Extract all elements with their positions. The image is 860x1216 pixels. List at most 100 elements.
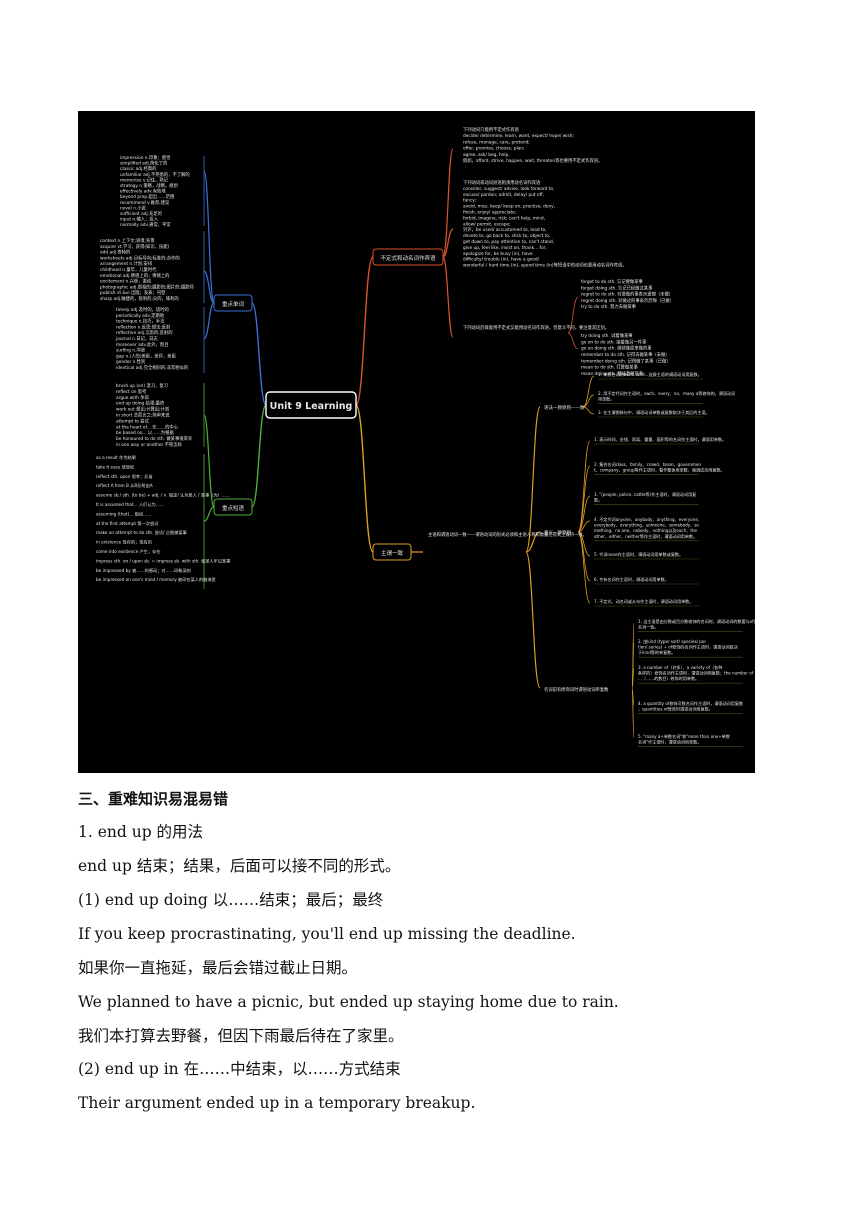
- mind-map-connectors: [203, 148, 743, 747]
- doc-line: (1) end up doing 以……结束；最后；最终: [78, 891, 384, 909]
- infinitive-rule: excuse/ pardon; admit, delay/ put off,: [463, 192, 544, 198]
- connector-rule: [582, 406, 595, 415]
- agreement-rule: 6. 专有名词作主语时，谓语动词用单数。: [594, 576, 669, 582]
- section-heading: 三、重难知识易混易错: [78, 790, 229, 808]
- agreement-rule: 2. 集合名词class、family、crowd、team、governmen…: [594, 461, 725, 473]
- vocab-word: gap n.(人的)差距，差异，差距: [116, 352, 177, 359]
- vocab-word: sharp adj.敏捷的，锐利的;尖的，锋利的: [100, 295, 179, 302]
- vocab-word: sufficient adj.充足的: [120, 210, 162, 217]
- vocab-word: impression n.印象；感觉: [120, 154, 171, 161]
- agreement-rule: 1. 表示时间、金钱、距离、重量、面积等的名词作主语时，谓语用单数。: [594, 436, 726, 442]
- vocab-word: technique n.技巧，手法: [116, 318, 165, 325]
- phrase-item: impress sth. on / upon sb. = impress sb.…: [96, 557, 230, 564]
- connector-rule: [577, 520, 591, 533]
- vocab-word: effectively adv.有效地: [120, 188, 166, 195]
- infinitive-rule: get down to, pay attention to, can't sta…: [463, 239, 554, 245]
- phrase-item: attempt to 尝试: [116, 417, 150, 424]
- connector-vocab-group1: [203, 170, 215, 304]
- phrase-item: It is assumed that... 人们认为……: [96, 501, 164, 508]
- connector-infinitive-group1: [442, 148, 454, 258]
- branch-vocab-node: 重点单词: [213, 294, 253, 312]
- branch-agreement-label: 主谓一致: [381, 549, 404, 557]
- vocab-word: input n.输入；投入: [120, 216, 159, 223]
- infinitive-rule: apologize for, be busy (in), have: [463, 251, 533, 257]
- connector-agreement: [355, 404, 374, 553]
- vocab-word: beyond prep.超出……范围: [120, 193, 174, 200]
- vocab-word: periodically adv.定期地: [116, 312, 165, 319]
- vocab-word: identical adj.完全相同的;非常相似的: [116, 364, 188, 371]
- agreement-rule: 5. "many a+单数名词"和"more than one+单数名词"作主语…: [638, 733, 730, 745]
- connector-phrases-group2: [203, 506, 215, 522]
- infinitive-pair: go on to do sth. 接着做另一件事: [581, 338, 647, 345]
- vocab-word: normally adv.通常，平常: [120, 221, 171, 228]
- vocab-word: emotional adj.情感上的；情绪上的: [100, 272, 169, 279]
- infinitive-rule: refuse, manage, care, pretend;: [463, 139, 530, 145]
- infinitive-rule: offer, promise, choose, plan;: [463, 146, 524, 152]
- phrase-item: end up doing 结果;最终: [116, 400, 165, 407]
- vocab-word: novel n.小说: [120, 204, 146, 211]
- connector-vocab-group3: [203, 302, 215, 340]
- vocab-word: surfing n.冲浪: [116, 347, 146, 354]
- connector-rule: [582, 375, 595, 408]
- branch-infinitive-label: 不定式和动名词作宾语: [380, 254, 436, 262]
- phrase-item: make an attempt to do sth. 尝试/ 企图做某事: [96, 529, 187, 536]
- connector-infinitive: [355, 256, 374, 406]
- doc-line: 我们本打算去野餐，但因下雨最后待在了家里。: [78, 1027, 404, 1045]
- vocab-word: simplified adj.简化了的: [120, 160, 167, 167]
- infinitive-pair: regret doing sth. 对做过的事表示后悔（已做）: [581, 297, 674, 304]
- connector-infinitive-3b: [567, 332, 579, 350]
- mind-map-center: Unit 9 Learning: [265, 391, 357, 419]
- doc-line: 如果你一直拖延，最后会错过截止日期。: [78, 959, 358, 977]
- phrase-item: reflect A from B 从B反射出A: [96, 482, 153, 489]
- infinitive-rule: give up, feel like, insist on, thank... …: [463, 245, 547, 251]
- doc-line: We planned to have a picnic, but ended u…: [78, 993, 619, 1011]
- connector-vocab-group2: [203, 270, 215, 304]
- connector-rule: [631, 668, 635, 689]
- phrase-item: in one way or another 不管怎样: [116, 441, 183, 448]
- agreement-sub-label: 意义一致原则: [544, 529, 571, 536]
- phrase-item: in existence 现存的；现有的: [96, 539, 152, 546]
- connector-phrases: [251, 404, 267, 508]
- subheading: 1. end up 的用法: [78, 823, 204, 841]
- vocab-word: worksheets adj.目标导向;标准的;合作的: [100, 254, 180, 261]
- connector-rule: [582, 394, 595, 408]
- connector-phrases-group1: [203, 414, 215, 508]
- infinitive-rule: 下列动词或动词短语则须用动名词作宾语: [463, 179, 541, 186]
- infinitive-pair: regret to do sth. 对要做的事表示遗憾（未做）: [581, 291, 673, 298]
- infinitive-rule: 下列动词只能用不定式作宾语: [463, 126, 520, 133]
- infinitive-rule: wonderful / hard time (in), spend time (…: [463, 262, 627, 269]
- infinitive-pair: try doing sth. 试着做某事: [581, 332, 633, 339]
- infinitive-rule: devote to, go back to, stick to, object …: [463, 233, 550, 239]
- infinitive-rule: avoid, miss, keep/ keep on, practise; de…: [463, 204, 555, 210]
- mind-map-image: Unit 9 Learning 重点单词 重点短语 不定式和动名词作宾语 主谓一…: [78, 111, 755, 773]
- agreement-rule: 3. a number of（许多）、a variety of（各种各样的）修饰…: [638, 664, 754, 681]
- vocab-word: memorize v.记住，熟记: [120, 176, 169, 183]
- vocab-word: moreover adv.此外，而且: [116, 341, 169, 348]
- agreement-rule: 1. 当主语是由分数或百分数修饰的名词时，谓语动词的数要与of后面的名词一致。: [638, 618, 755, 630]
- phrase-item: reflect sth. upon 思考；反省: [96, 473, 153, 480]
- infinitive-pair: mean to do sth. 打算做某事: [581, 364, 639, 371]
- infinitive-pair: remember to do sth. 记得去做某事（未做）: [581, 351, 670, 358]
- connector-agreement-sub3: [525, 551, 541, 689]
- phrase-item: be based on... 以……为根据: [116, 429, 174, 436]
- vocab-word: context n.上下文;语境;背景: [100, 237, 155, 244]
- vocab-word: excitement n.兴奋，激动: [100, 278, 152, 285]
- connector-agreement-sub1: [525, 406, 541, 553]
- connector-rule: [577, 531, 591, 582]
- infinitive-rule: consider, suggest/ advise, look forward …: [463, 186, 554, 192]
- vocab-word: strategy n.策略，战略，规划: [120, 182, 178, 189]
- doc-line: Their argument ended up in a temporary b…: [78, 1094, 476, 1112]
- phrase-item: assuming (that)... 假如……: [96, 510, 151, 517]
- infinitive-rule: forbid, imagine, risk; can't help, mind,: [463, 215, 545, 221]
- agreement-intro: 主语和谓语动词一致——谓语动词的形式必须和主语人称和数量在形式上保持一致。: [428, 531, 587, 538]
- branch-vocab-label: 重点单词: [222, 300, 245, 308]
- infinitive-rule: finish, enjoy/ appreciate;: [463, 210, 516, 216]
- branch-phrases-node: 重点短语: [213, 498, 253, 516]
- phrase-item: take it easy 放轻松: [96, 463, 134, 470]
- branch-phrases-label: 重点短语: [222, 504, 245, 512]
- infinitive-pair: forget to do sth. 忘记要做某事: [581, 278, 644, 285]
- connector-rule: [577, 531, 591, 604]
- infinitive-rule: 假如，afford, strive, happen, wait, threate…: [463, 157, 602, 164]
- vocab-word: publish vt.&vi.出版；发表；刊登: [100, 289, 166, 296]
